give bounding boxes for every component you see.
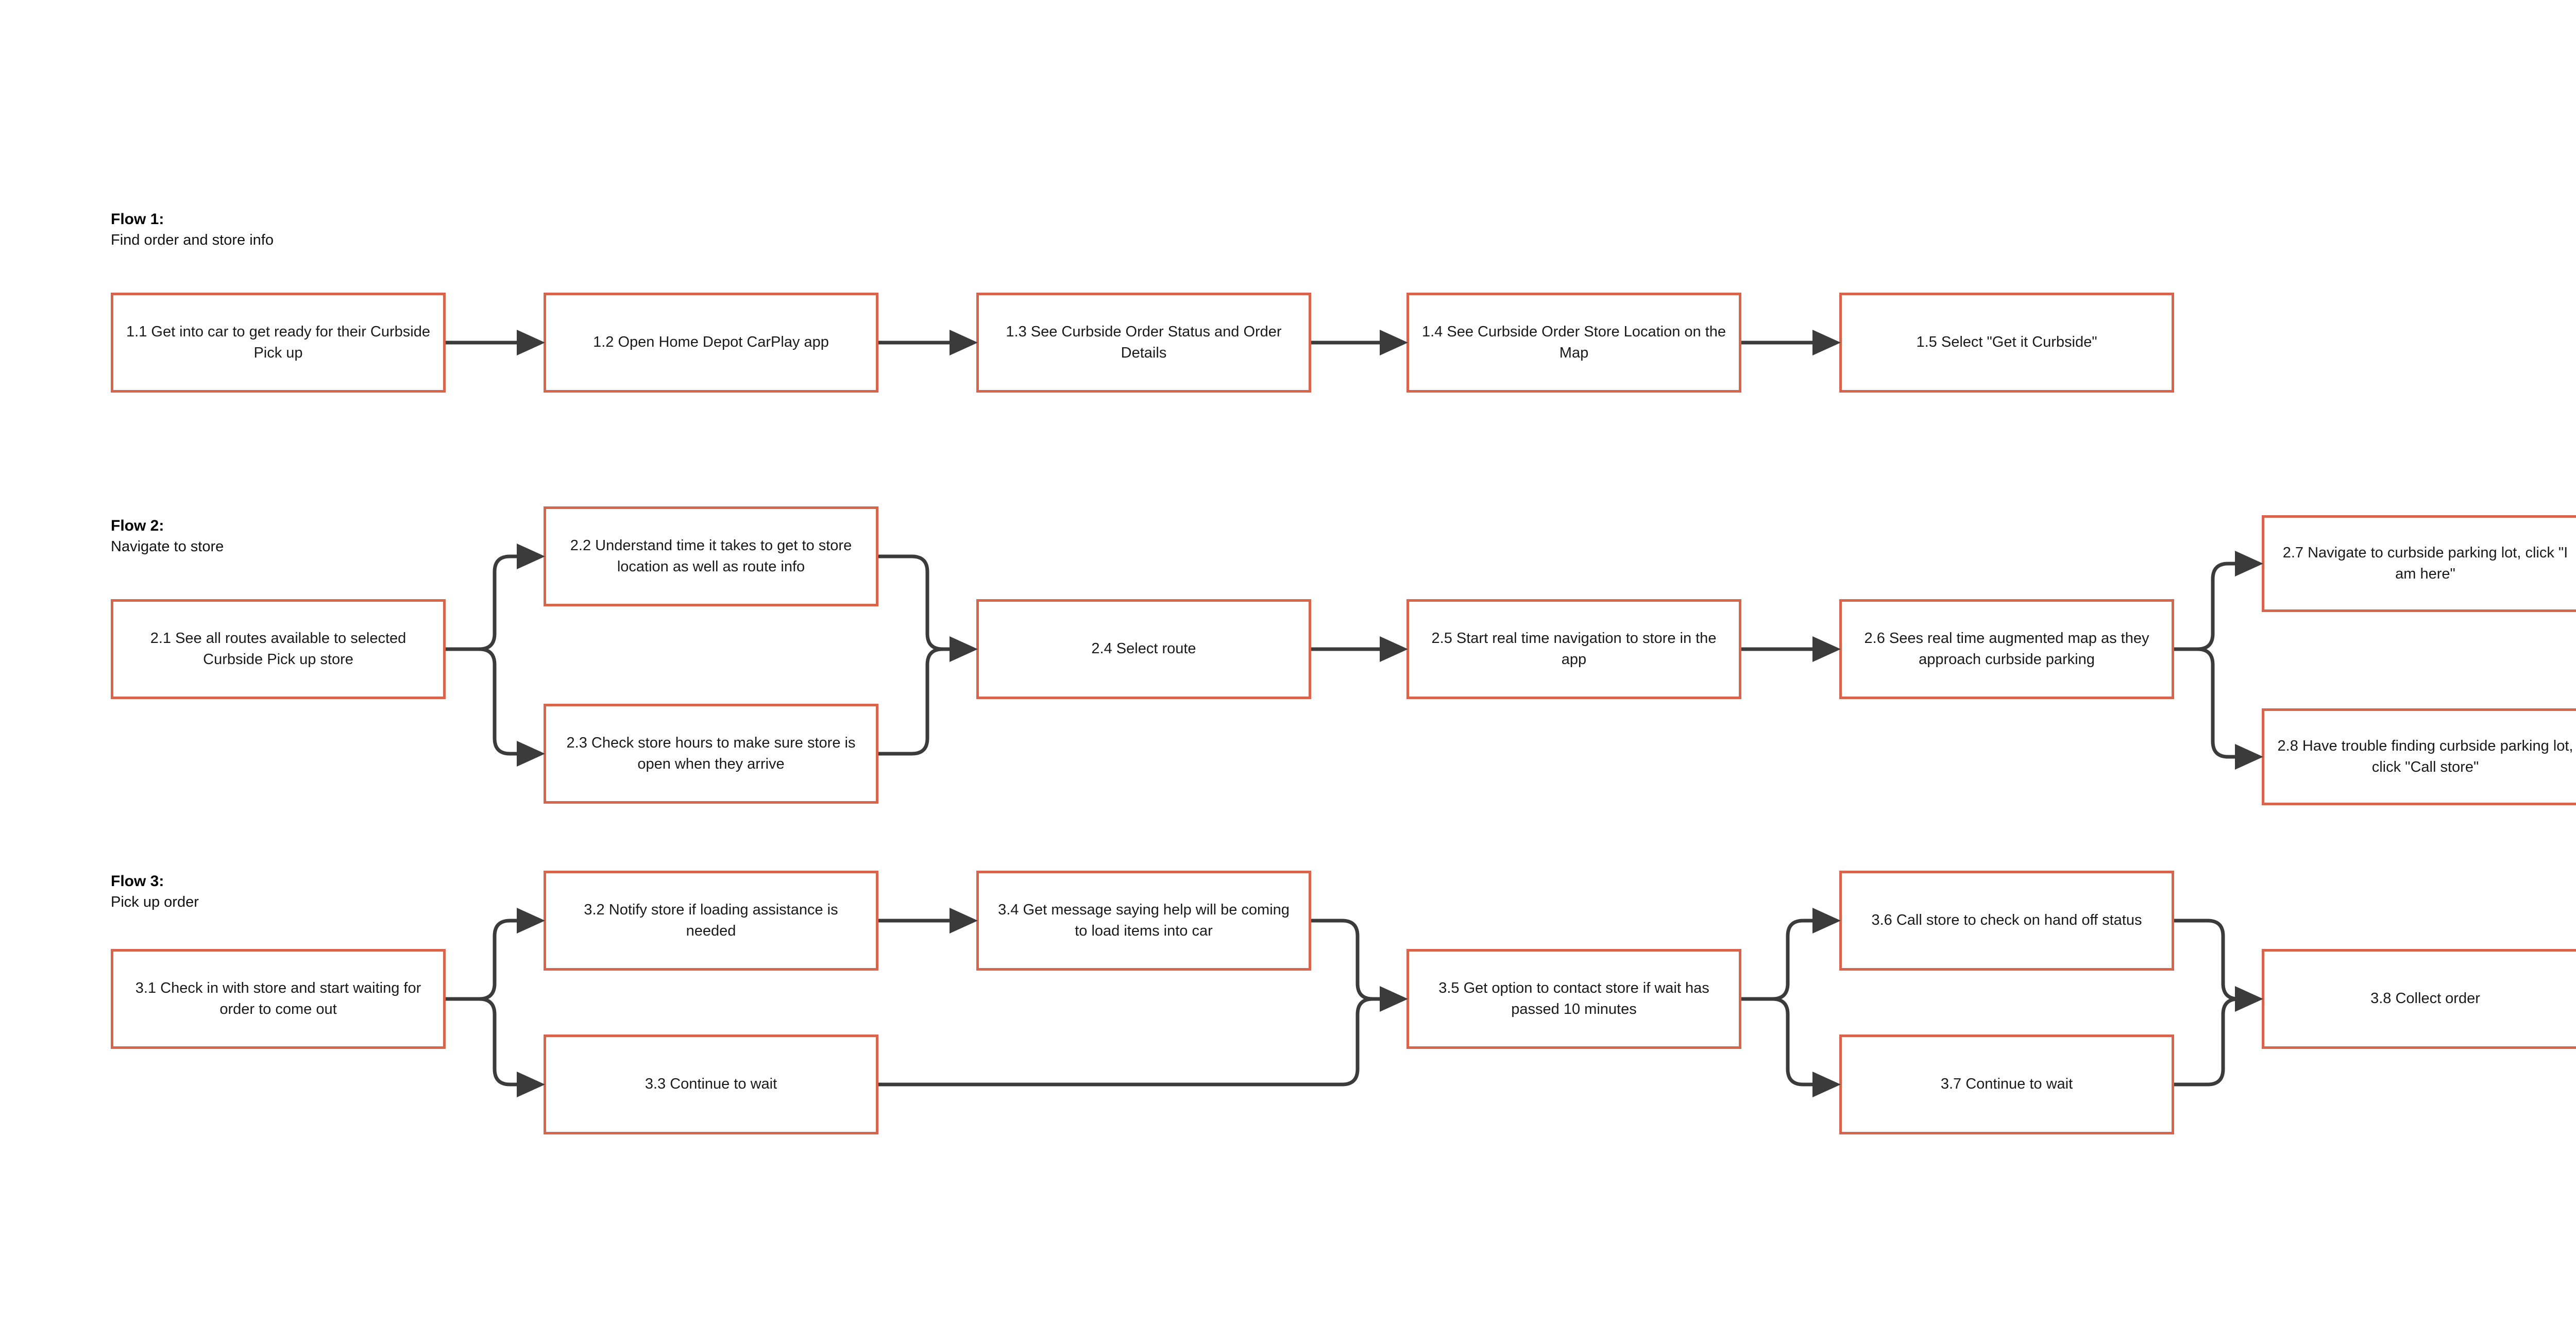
node-2-1[interactable]: 2.1 See all routes available to selected…	[111, 599, 446, 699]
node-2-2-text: 2.2 Understand time it takes to get to s…	[570, 537, 852, 575]
node-2-7[interactable]: 2.7 Navigate to curbside parking lot, cl…	[2262, 515, 2576, 612]
node-1-1-text: 1.1 Get into car to get ready for their …	[126, 323, 430, 361]
node-3-8[interactable]: 3.8 Collect order	[2262, 949, 2576, 1049]
node-3-6[interactable]: 3.6 Call store to check on hand off stat…	[1839, 871, 2174, 971]
edge-3-1-to-3-2	[446, 908, 545, 1001]
node-3-2-text: 3.2 Notify store if loading assistance i…	[584, 901, 838, 939]
node-1-4-text: 1.4 See Curbside Order Store Location on…	[1421, 323, 1726, 361]
node-2-3[interactable]: 2.3 Check store hours to make sure store…	[544, 704, 878, 804]
edge-1-4-to-1-5	[1741, 330, 1841, 355]
edge-2-1-to-2-2	[446, 544, 545, 651]
edge-3-5-to-3-6	[1741, 908, 1841, 1001]
flow-1-label: Flow 1: Find order and store info	[111, 209, 274, 250]
node-2-4-text: 2.4 Select route	[1091, 640, 1196, 657]
node-2-5-text: 2.5 Start real time navigation to store …	[1431, 630, 1717, 668]
edge-2-1-to-2-3	[446, 647, 545, 767]
edge-1-3-to-1-4	[1311, 330, 1408, 355]
node-2-2[interactable]: 2.2 Understand time it takes to get to s…	[544, 506, 878, 606]
node-2-8-text: 2.8 Have trouble finding curbside parkin…	[2277, 737, 2573, 775]
edge-2-3-to-2-4	[878, 647, 952, 756]
node-2-3-text: 2.3 Check store hours to make sure store…	[566, 734, 856, 772]
edge-3-5-to-3-7	[1741, 997, 1841, 1097]
edge-3-4-to-3-5	[1311, 919, 1408, 1012]
node-1-3[interactable]: 1.3 See Curbside Order Status and Order …	[976, 293, 1311, 393]
flow-2-subtitle: Navigate to store	[111, 538, 224, 555]
node-2-6[interactable]: 2.6 Sees real time augmented map as they…	[1839, 599, 2174, 699]
node-1-5[interactable]: 1.5 Select "Get it Curbside"	[1839, 293, 2174, 393]
node-1-5-text: 1.5 Select "Get it Curbside"	[1916, 334, 2097, 351]
flow-2-title: Flow 2:	[111, 517, 164, 534]
node-2-8[interactable]: 2.8 Have trouble finding curbside parkin…	[2262, 708, 2576, 805]
flow-1-subtitle: Find order and store info	[111, 232, 274, 249]
flow-2-label: Flow 2: Navigate to store	[111, 515, 224, 557]
flow-3-label: Flow 3: Pick up order	[111, 871, 199, 912]
edge-3-1-to-3-3	[446, 997, 545, 1097]
node-2-4[interactable]: 2.4 Select route	[976, 599, 1311, 699]
node-3-1[interactable]: 3.1 Check in with store and start waitin…	[111, 949, 446, 1049]
node-3-1-text: 3.1 Check in with store and start waitin…	[135, 979, 421, 1017]
flow-3-title: Flow 3:	[111, 873, 164, 890]
edge-2-5-to-2-6	[1741, 636, 1841, 662]
node-3-8-text: 3.8 Collect order	[2370, 990, 2480, 1007]
node-3-6-text: 3.6 Call store to check on hand off stat…	[1871, 912, 2142, 929]
node-3-4[interactable]: 3.4 Get message saying help will be comi…	[976, 871, 1311, 971]
edge-1-2-to-1-3	[878, 330, 978, 355]
node-1-3-text: 1.3 See Curbside Order Status and Order …	[1006, 323, 1282, 361]
edge-1-1-to-1-2	[446, 330, 545, 355]
edge-3-2-to-3-4	[878, 908, 978, 934]
node-3-5-text: 3.5 Get option to contact store if wait …	[1438, 979, 1709, 1017]
flow-1-title: Flow 1:	[111, 211, 164, 228]
node-1-4[interactable]: 1.4 See Curbside Order Store Location on…	[1406, 293, 1741, 393]
node-2-1-text: 2.1 See all routes available to selected…	[150, 630, 406, 668]
node-1-2-text: 1.2 Open Home Depot CarPlay app	[593, 334, 829, 351]
node-1-2[interactable]: 1.2 Open Home Depot CarPlay app	[544, 293, 878, 393]
edge-3-3-to-3-5	[878, 997, 1382, 1087]
edge-3-7-to-3-8	[2174, 997, 2241, 1087]
node-1-1[interactable]: 1.1 Get into car to get ready for their …	[111, 293, 446, 393]
node-3-3-text: 3.3 Continue to wait	[645, 1076, 777, 1093]
node-3-5[interactable]: 3.5 Get option to contact store if wait …	[1406, 949, 1741, 1049]
node-2-6-text: 2.6 Sees real time augmented map as they…	[1864, 630, 2149, 668]
edge-2-6-to-2-8	[2174, 647, 2263, 770]
flow-3-subtitle: Pick up order	[111, 894, 199, 911]
node-3-2[interactable]: 3.2 Notify store if loading assistance i…	[544, 871, 878, 971]
node-3-7[interactable]: 3.7 Continue to wait	[1839, 1034, 2174, 1134]
edge-3-6-to-3-8	[2174, 919, 2263, 1012]
edge-2-4-to-2-5	[1311, 636, 1408, 662]
node-3-7-text: 3.7 Continue to wait	[1940, 1076, 2073, 1093]
node-3-3[interactable]: 3.3 Continue to wait	[544, 1034, 878, 1134]
node-3-4-text: 3.4 Get message saying help will be comi…	[998, 901, 1290, 939]
node-2-5[interactable]: 2.5 Start real time navigation to store …	[1406, 599, 1741, 699]
edge-2-6-to-2-7	[2174, 551, 2263, 651]
node-2-7-text: 2.7 Navigate to curbside parking lot, cl…	[2282, 544, 2568, 582]
edge-2-2-to-2-4	[878, 554, 978, 662]
